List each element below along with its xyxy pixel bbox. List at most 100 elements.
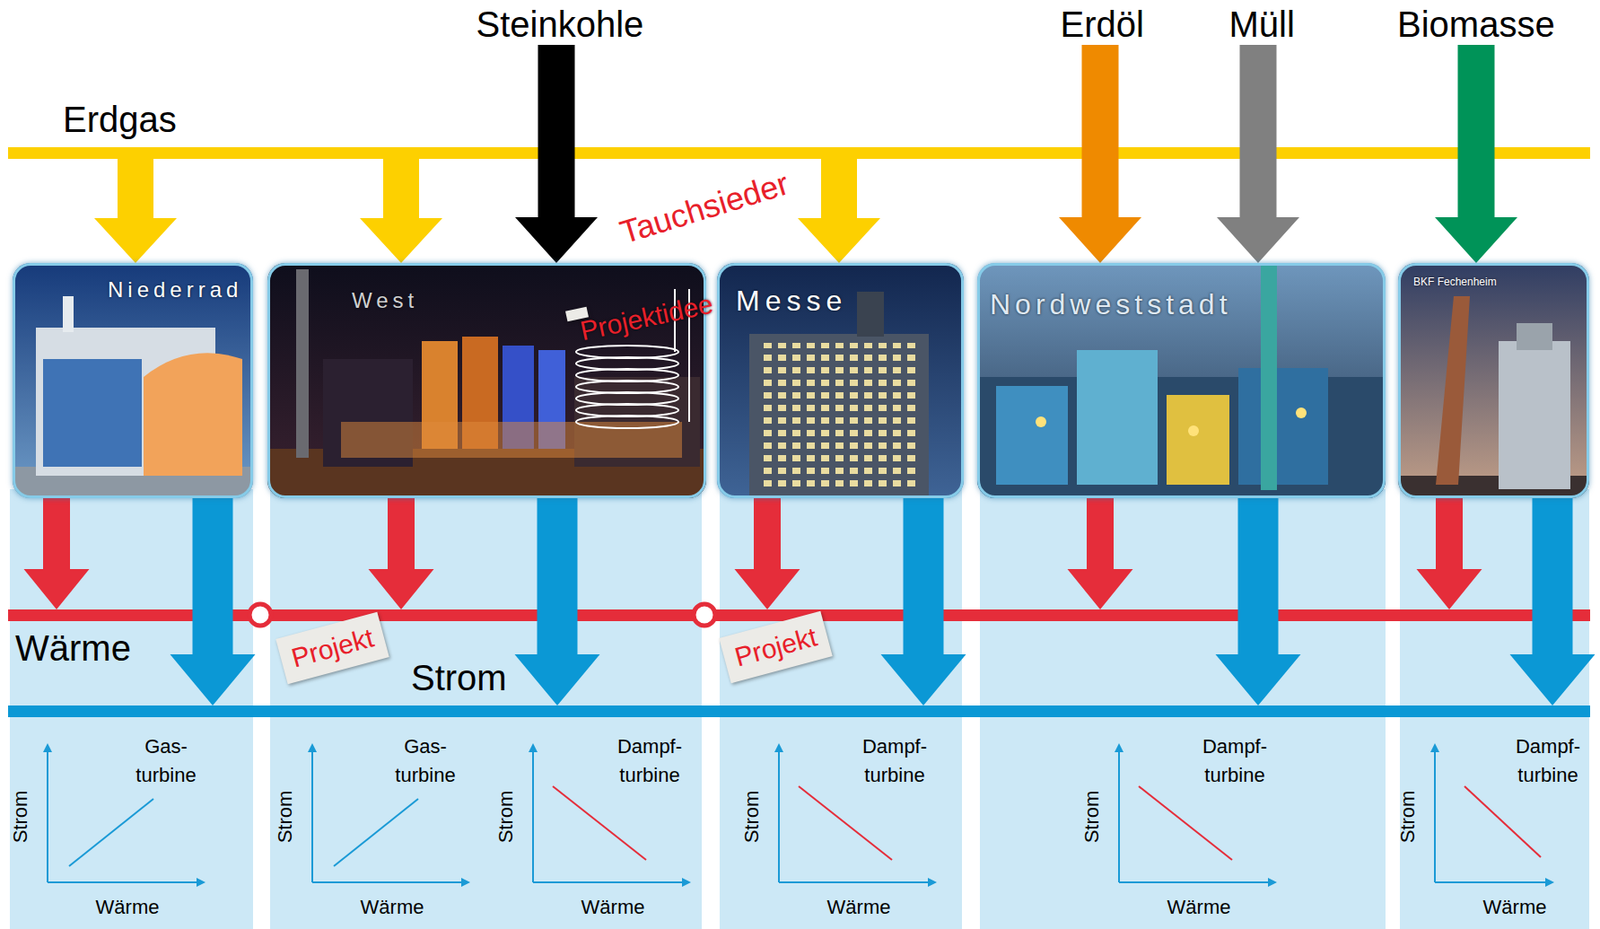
fuel-label: Biomasse — [1397, 3, 1556, 45]
fuel-text: Biomasse — [1397, 3, 1556, 45]
facade — [43, 358, 142, 467]
axis — [47, 881, 199, 884]
chimney — [296, 269, 309, 458]
chimney — [1260, 265, 1277, 490]
flow-arrow — [515, 498, 601, 706]
light — [1295, 407, 1307, 419]
chimney — [62, 296, 74, 333]
coil-ring — [576, 368, 679, 382]
plant-photo — [1398, 262, 1590, 499]
axis — [532, 750, 534, 883]
chart-title: Gas- turbine — [384, 732, 466, 790]
axis-label: Strom — [1396, 790, 1420, 844]
project-junction — [693, 603, 716, 626]
flow-arrow — [1434, 44, 1518, 263]
chp-characteristic-charts — [47, 750, 1548, 883]
energy-band: Strom — [8, 705, 1591, 717]
flow-arrows — [24, 44, 1596, 706]
building — [749, 333, 929, 499]
axis-label: Strom — [8, 790, 33, 844]
coil-ring — [576, 380, 679, 394]
plant-box: Niederrad — [12, 262, 254, 499]
plant-photo — [977, 262, 1386, 499]
axis-label: Wärme — [96, 895, 160, 919]
tank-top — [1516, 323, 1553, 350]
flow-arrow — [1216, 44, 1300, 263]
sky — [267, 262, 707, 499]
flow-arrow — [881, 498, 967, 706]
coil-ring — [576, 415, 679, 429]
band-text: Erdgas — [62, 98, 177, 140]
light — [1035, 416, 1047, 428]
axis — [533, 881, 684, 884]
axis — [778, 881, 930, 884]
axis-label: Wärme — [581, 895, 646, 919]
band-text: Strom — [410, 656, 508, 699]
flow-arrow — [1058, 44, 1142, 263]
characteristic-line — [69, 798, 154, 866]
sky — [12, 262, 254, 499]
characteristic-line — [333, 798, 419, 866]
fuel-label: Müll — [1229, 3, 1295, 45]
building — [1238, 367, 1329, 485]
flow-arrow — [1067, 498, 1134, 610]
chart-title: Dampf- turbine — [609, 732, 691, 790]
coil-ring — [576, 392, 679, 405]
flow-arrow — [94, 158, 177, 263]
flow-arrow — [170, 498, 256, 706]
axis — [1118, 750, 1120, 883]
sky — [716, 262, 964, 499]
energy-band-bar — [8, 705, 1591, 717]
axis-label: Wärme — [827, 895, 892, 919]
plant-text: BKF Fechenheim — [1413, 275, 1497, 289]
sky — [977, 262, 1386, 499]
axis-label: Strom — [273, 790, 298, 844]
tape-note: Projektidee — [565, 306, 589, 323]
chimney — [1435, 296, 1470, 485]
windows — [758, 342, 920, 491]
coil-ring — [576, 403, 679, 417]
plant-text: Niederrad — [107, 276, 243, 303]
fuel-text: Steinkohle — [476, 3, 645, 45]
plant-text: Nordweststadt — [989, 287, 1233, 322]
energy-band: Erdgas — [8, 147, 1591, 159]
axis — [1433, 750, 1436, 883]
plant-box: Nordweststadt — [977, 262, 1386, 499]
tower — [856, 291, 884, 337]
chart-title: Dampf- turbine — [1194, 732, 1276, 790]
flow-arrow — [1215, 498, 1302, 706]
axis-label: Strom — [494, 790, 518, 844]
band-bars — [8, 147, 1591, 717]
flow-arrow — [1416, 498, 1483, 610]
plant-photo — [716, 262, 964, 499]
plant-box: BKF Fechenheim — [1398, 262, 1590, 499]
plant-text: Messe — [735, 283, 848, 318]
sky — [1398, 262, 1590, 499]
axis-label: Wärme — [1167, 895, 1232, 919]
building — [1076, 349, 1158, 485]
fuel-label: Steinkohle — [476, 3, 645, 45]
fuel-text: Erdöl — [1060, 3, 1145, 45]
annotation: Tauchsieder — [615, 165, 794, 253]
band-text: Wärme — [15, 627, 132, 669]
characteristic-line — [1138, 786, 1233, 860]
tank — [1498, 340, 1571, 490]
flow-arrow — [797, 158, 881, 263]
tape-text: Projektidee — [577, 286, 717, 350]
axis-label: Strom — [740, 790, 764, 844]
flow-arrow — [515, 44, 598, 263]
flow-arrow — [368, 498, 435, 610]
coil-ring — [576, 357, 679, 370]
axis — [778, 750, 780, 883]
plant-photo — [267, 262, 707, 499]
plant-text: West — [351, 287, 419, 314]
flow-arrow — [1510, 498, 1596, 706]
axis — [1119, 881, 1270, 884]
fuel-label: Erdöl — [1060, 3, 1145, 45]
characteristic-line — [798, 786, 892, 860]
plant-box: WestProjektidee — [267, 262, 707, 499]
